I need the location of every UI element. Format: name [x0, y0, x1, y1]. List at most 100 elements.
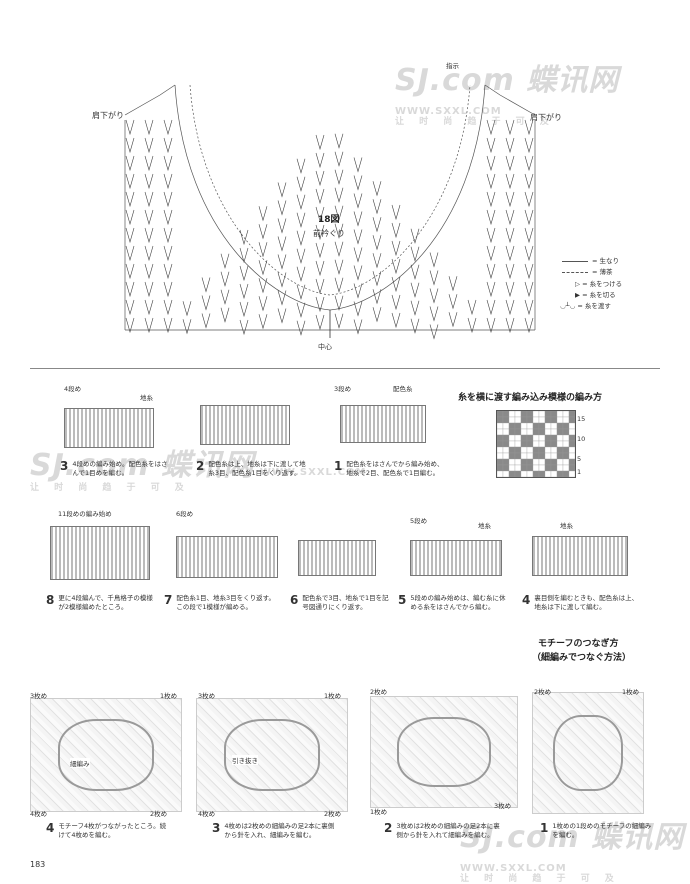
pattern-cell: [520, 470, 528, 478]
pattern-cell: [514, 452, 522, 460]
pattern-cell: [496, 470, 504, 478]
watermark-url: WWW.SXXL.COM: [395, 106, 502, 117]
pattern-cell: [496, 458, 504, 466]
stitch-mark: [334, 313, 344, 329]
stitch-mark: [144, 281, 154, 298]
swatch-step-4: [532, 536, 628, 576]
stitch-mark: [486, 137, 496, 154]
pattern-cell: [526, 410, 534, 418]
step-1-label-side: 配色糸: [393, 385, 413, 393]
stitch-mark: [448, 312, 458, 328]
stitch-mark: [144, 245, 154, 262]
motif-photo-step-1: [532, 692, 644, 814]
pattern-cell: [556, 452, 564, 460]
pattern-cell: [550, 416, 558, 424]
stitch-mark: [296, 284, 306, 300]
stitch-mark: [125, 137, 135, 154]
stitch-mark: [410, 300, 420, 316]
legend-item-1: = 生なり: [562, 255, 619, 265]
stitch-mark: [296, 302, 306, 318]
watermark-url-2: WWW.SXXL.COM: [259, 467, 367, 478]
pattern-cell: [538, 422, 546, 430]
step-7-label-top: 6段め: [176, 510, 194, 518]
pattern-cell: [568, 464, 576, 472]
stitch-mark: [163, 281, 173, 298]
pattern-cell: [520, 464, 528, 472]
stitch-mark: [486, 245, 496, 262]
pattern-cell: [514, 458, 522, 466]
motif-3-label-b: 1枚め: [324, 692, 342, 700]
stitch-mark: [125, 281, 135, 298]
pattern-cell: [556, 458, 564, 466]
motif-3-callout: 引き抜き: [232, 755, 258, 765]
pattern-cell: [538, 446, 546, 454]
stitch-mark: [353, 193, 363, 209]
pattern-cell: [562, 446, 570, 454]
stitch-mark: [505, 191, 515, 208]
chart-figure-subtitle: 前衿ぐり: [313, 229, 345, 238]
stitch-mark: [524, 119, 534, 136]
stitch-mark: [334, 187, 344, 203]
stitch-mark: [505, 173, 515, 190]
legend-line-solid: [562, 260, 588, 262]
pattern-cell: [562, 440, 570, 448]
stitch-mark: [467, 317, 477, 334]
pattern-cell: [568, 446, 576, 454]
motif-4-callout: 細編み: [70, 758, 90, 768]
pattern-cell: [544, 434, 552, 442]
stitch-mark: [163, 173, 173, 190]
pattern-cell: [514, 422, 522, 430]
watermark-tagline-3: 让 时 尚 趋 于 可 及: [460, 874, 620, 884]
pattern-cell: [550, 452, 558, 460]
stitch-mark: [277, 236, 287, 252]
stitch-mark: [391, 240, 401, 257]
pattern-cell: [550, 446, 558, 454]
pattern-cell: [520, 446, 528, 454]
stitch-mark: [334, 223, 344, 239]
step-3-label-top: 4段め: [64, 385, 82, 393]
pattern-cell: [550, 434, 558, 442]
motif-3-label-d: 4枚め: [198, 810, 216, 818]
stitch-mark: [353, 247, 363, 263]
stitch-mark: [524, 245, 534, 262]
pattern-cell: [502, 416, 510, 424]
watermark-middle-left: SJ.com 蝶讯网 WWW.SXXL.COM 让 时 尚 趋 于 可 及: [30, 440, 367, 493]
stitch-mark: [277, 290, 287, 306]
stitch-mark: [372, 307, 382, 323]
pattern-cell: [502, 410, 510, 418]
stitch-mark: [296, 194, 306, 210]
stitch-mark: [144, 191, 154, 208]
step-3-label-side: 地糸: [140, 394, 153, 402]
stitch-mark: [296, 266, 306, 282]
stitch-mark: [486, 119, 496, 136]
stitch-mark: [296, 230, 306, 246]
pattern-cell: [562, 470, 570, 478]
stitch-mark: [429, 306, 439, 322]
stitch-mark: [258, 314, 268, 330]
pattern-cell: [568, 422, 576, 430]
stitch-mark: [524, 317, 534, 334]
pattern-cell: [502, 422, 510, 430]
pattern-cell: [538, 416, 546, 424]
pattern-cell: [514, 416, 522, 424]
pattern-cell: [526, 452, 534, 460]
motif-1-label-b: 1枚め: [622, 688, 640, 696]
top-indicator-label: 指示: [446, 62, 459, 70]
grid-num-10: 10: [577, 435, 586, 443]
stitch-mark: [163, 245, 173, 262]
stitch-mark: [163, 317, 173, 334]
pattern-cell: [544, 410, 552, 418]
pattern-cell: [550, 458, 558, 466]
stitch-mark: [505, 317, 515, 334]
grid-num-15: 15: [577, 415, 586, 423]
pattern-cell: [568, 440, 576, 448]
stitch-mark: [524, 209, 534, 226]
pattern-cell: [526, 434, 534, 442]
pattern-cell: [568, 434, 576, 442]
stitch-mark: [505, 155, 515, 172]
motif-section-subtitle: （細編みでつなぐ方法）: [532, 653, 632, 663]
step-5-label-side: 地糸: [478, 522, 491, 530]
